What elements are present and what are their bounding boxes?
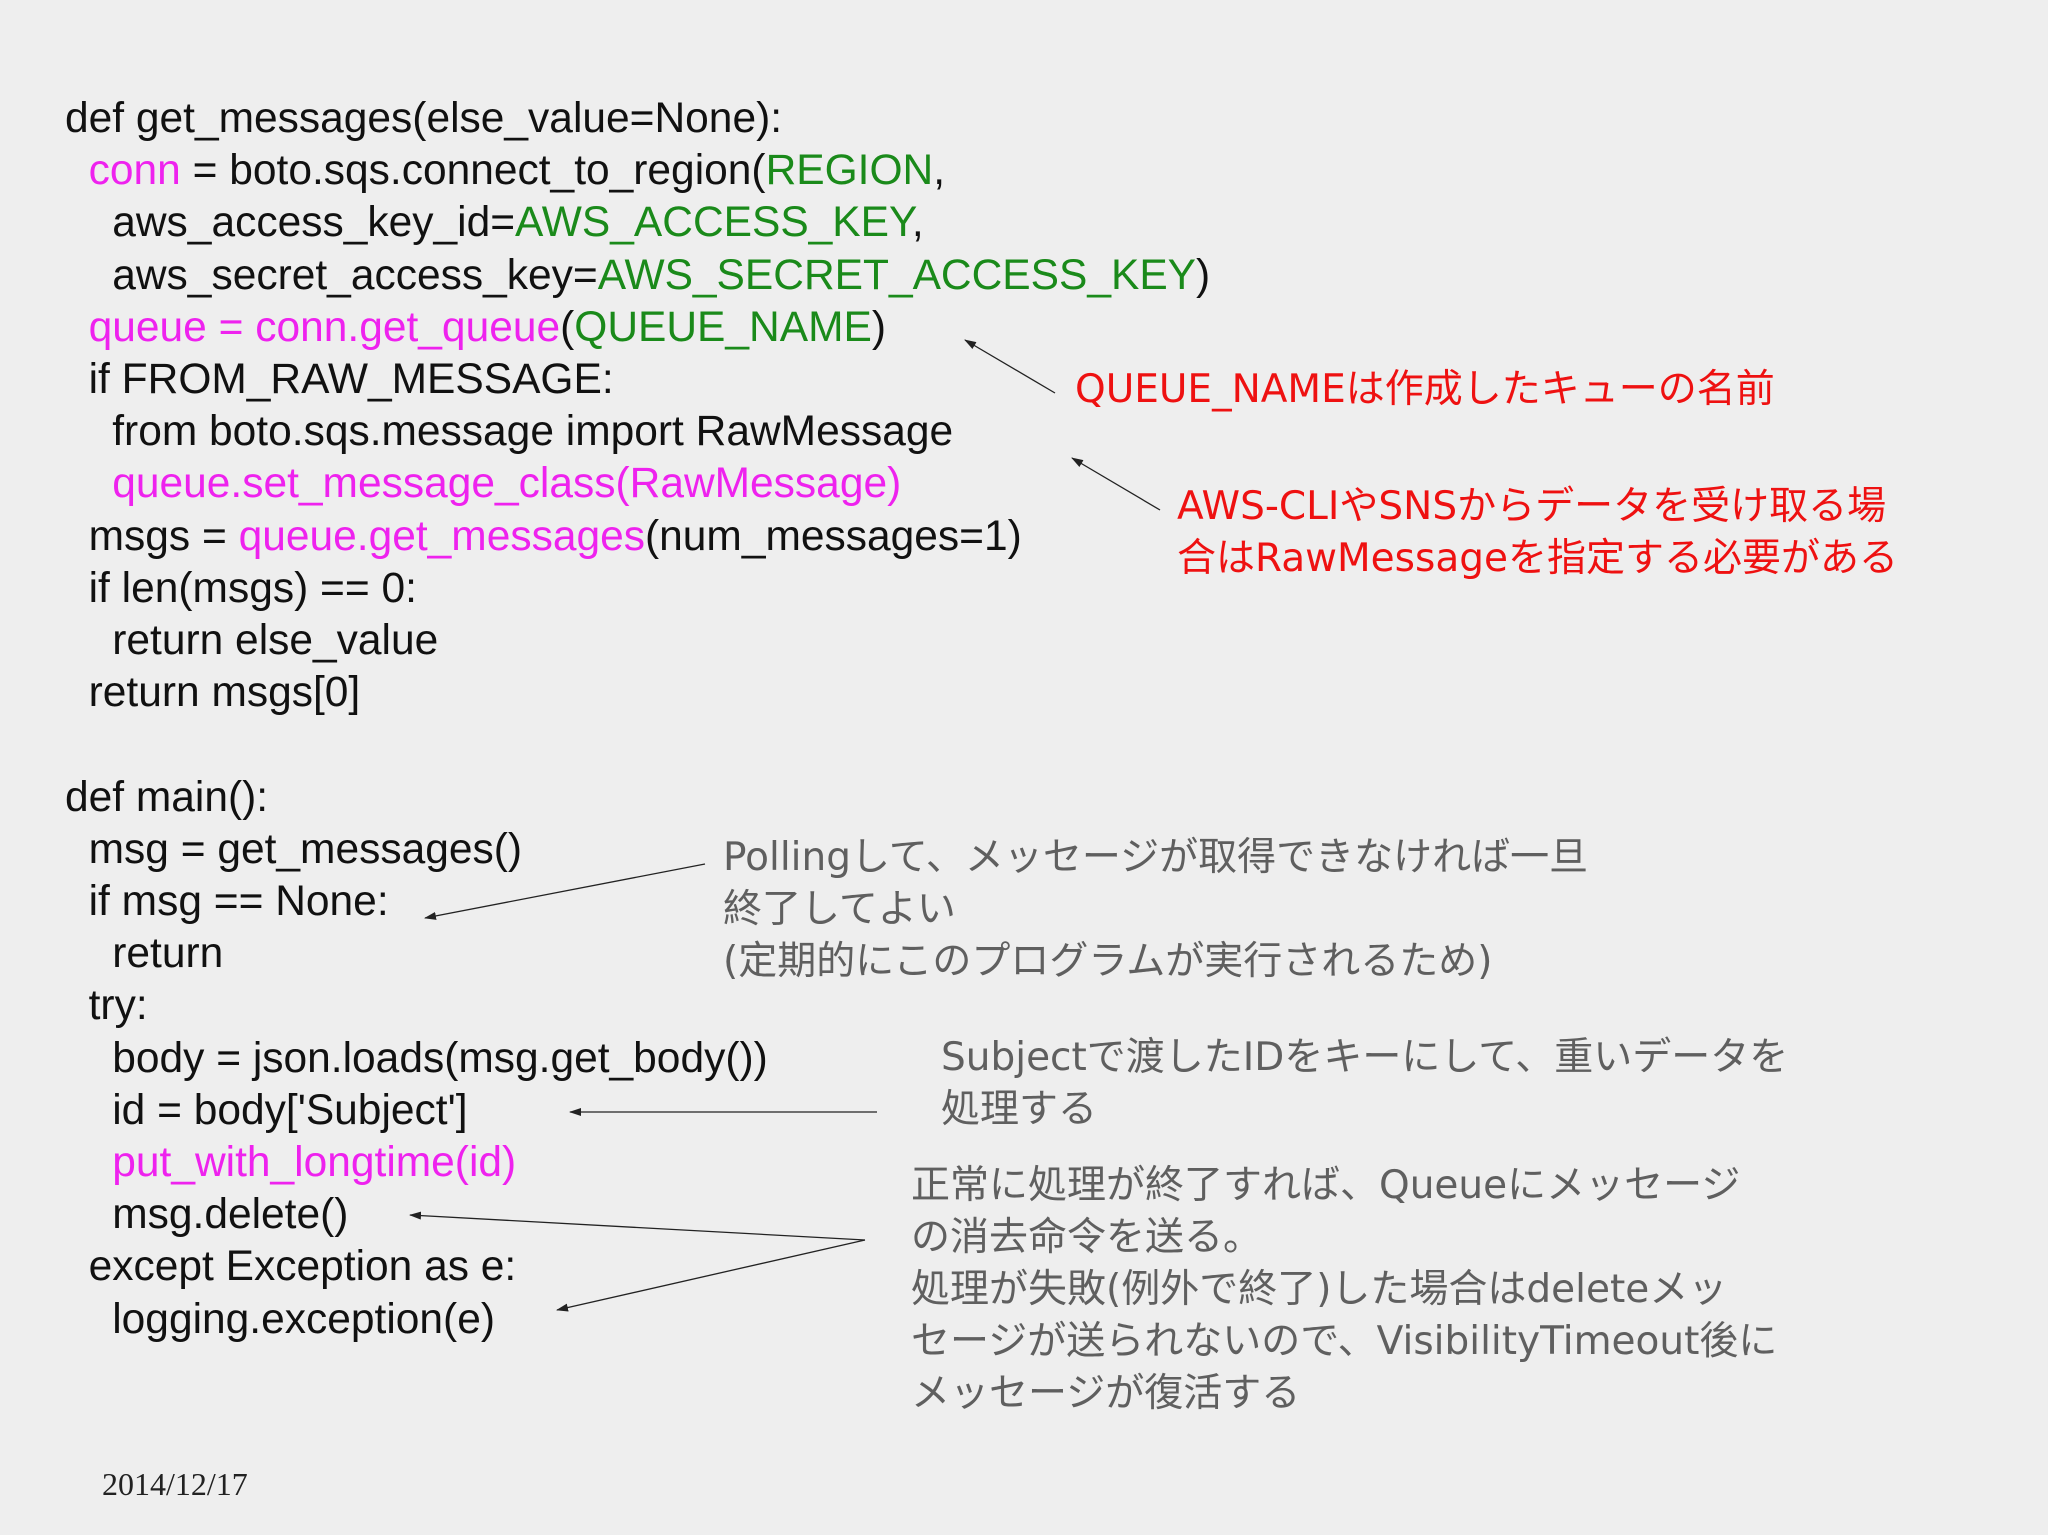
code-line: return msgs[0]: [65, 669, 361, 717]
code-token: ,: [911, 199, 924, 247]
code-line: put_with_longtime(id): [65, 1139, 517, 1186]
code-line: body = json.loads(msg.get_body()): [65, 1034, 768, 1082]
code-line: from boto.sqs.message import RawMessage: [65, 408, 954, 456]
arrow-delete: [409, 1211, 866, 1241]
code-line: return else_value: [65, 617, 439, 664]
code-token: conn: [88, 147, 181, 195]
code-token: AWS_ACCESS_KEY: [515, 199, 912, 247]
annotation-raw-message: AWS-CLIやSNSからデータを受け取る場 合はRawMessageを指定する…: [1177, 484, 1898, 581]
code-line: if len(msgs) == 0:: [65, 564, 417, 612]
code-token: try:: [65, 982, 148, 1030]
code-token: queue = conn.get_queue: [88, 303, 561, 351]
code-line: if FROM_RAW_MESSAGE:: [65, 356, 614, 403]
code-token: (num_messages=1): [645, 512, 1022, 560]
code-token: def main():: [65, 773, 269, 821]
code-token: QUEUE_NAME: [574, 303, 872, 351]
code-token: queue.set_message_class(RawMessage): [112, 460, 902, 508]
code-token: aws_access_key_id=: [65, 199, 516, 247]
footer-date: 2014/12/17: [102, 1466, 248, 1502]
code-line: queue = conn.get_queue(QUEUE_NAME): [65, 303, 886, 351]
code-token: AWS_SECRET_ACCESS_KEY: [597, 251, 1197, 299]
code-token: def get_messages(else_value=None):: [65, 95, 783, 142]
code-token: ): [1196, 251, 1211, 299]
arrow-polling: [424, 863, 706, 920]
code-line: msg = get_messages(): [65, 825, 523, 873]
code-token: if FROM_RAW_MESSAGE:: [65, 356, 614, 403]
code-line: logging.exception(e): [65, 1295, 495, 1343]
code-token: = boto.sqs.connect_to_region(: [180, 147, 766, 195]
code-token: logging.exception(e): [65, 1295, 495, 1343]
code-token: ): [871, 303, 886, 351]
code-line: if msg == None:: [65, 878, 389, 925]
code-line: def main():: [65, 773, 269, 821]
code-token: msg = get_messages(): [65, 825, 523, 873]
code-token: body = json.loads(msg.get_body()): [65, 1034, 768, 1082]
arrow-exception: [556, 1239, 866, 1312]
code-line: aws_access_key_id=AWS_ACCESS_KEY,: [65, 199, 924, 247]
annotation-delete: 正常に処理が終了すれば、Queueにメッセージ の消去命令を送る。 処理が失敗(…: [911, 1163, 1778, 1416]
code-line: aws_secret_access_key=AWS_SECRET_ACCESS_…: [65, 251, 1211, 299]
code-token: except Exception as e:: [65, 1243, 517, 1291]
code-line: def get_messages(else_value=None):: [65, 95, 783, 142]
code-line: conn = boto.sqs.connect_to_region(REGION…: [65, 147, 946, 195]
code-token: queue.get_messages: [238, 512, 645, 560]
code-token: id = body['Subject']: [65, 1086, 468, 1134]
code-line: try:: [65, 985, 148, 1028]
code-token: put_with_longtime(id): [112, 1139, 517, 1186]
code-token: return: [65, 930, 224, 978]
code-token: REGION: [765, 147, 934, 195]
code-token: from boto.sqs.message import RawMessage: [65, 408, 954, 456]
code-token: if len(msgs) == 0:: [65, 564, 417, 612]
annotation-queue-name: QUEUE_NAMEは作成したキューの名前: [1075, 367, 1775, 412]
code-token: msg.delete(): [65, 1191, 349, 1239]
code-token: return msgs[0]: [65, 669, 361, 717]
code-token: (: [560, 303, 575, 351]
code-token: return else_value: [65, 617, 439, 664]
code-line: msg.delete(): [65, 1191, 349, 1239]
arrow-raw-message: [1071, 457, 1161, 511]
annotation-polling: Pollingして、メッセージが取得できなければ一旦 終了してよい (定期的にこ…: [723, 835, 1589, 984]
annotation-subject: Subjectで渡したIDをキーにして、重いデータを 処理する: [941, 1035, 1789, 1132]
code-token: if msg == None:: [65, 878, 389, 925]
code-token: msgs =: [65, 512, 239, 560]
arrow-queue-name: [964, 339, 1056, 394]
code-line: msgs = queue.get_messages(num_messages=1…: [65, 512, 1022, 560]
code-line: except Exception as e:: [65, 1243, 517, 1291]
code-line: return: [65, 930, 224, 978]
code-line: queue.set_message_class(RawMessage): [65, 463, 901, 506]
code-token: ,: [933, 147, 946, 195]
code-line: id = body['Subject']: [65, 1086, 468, 1134]
code-token: aws_secret_access_key=: [65, 251, 598, 299]
